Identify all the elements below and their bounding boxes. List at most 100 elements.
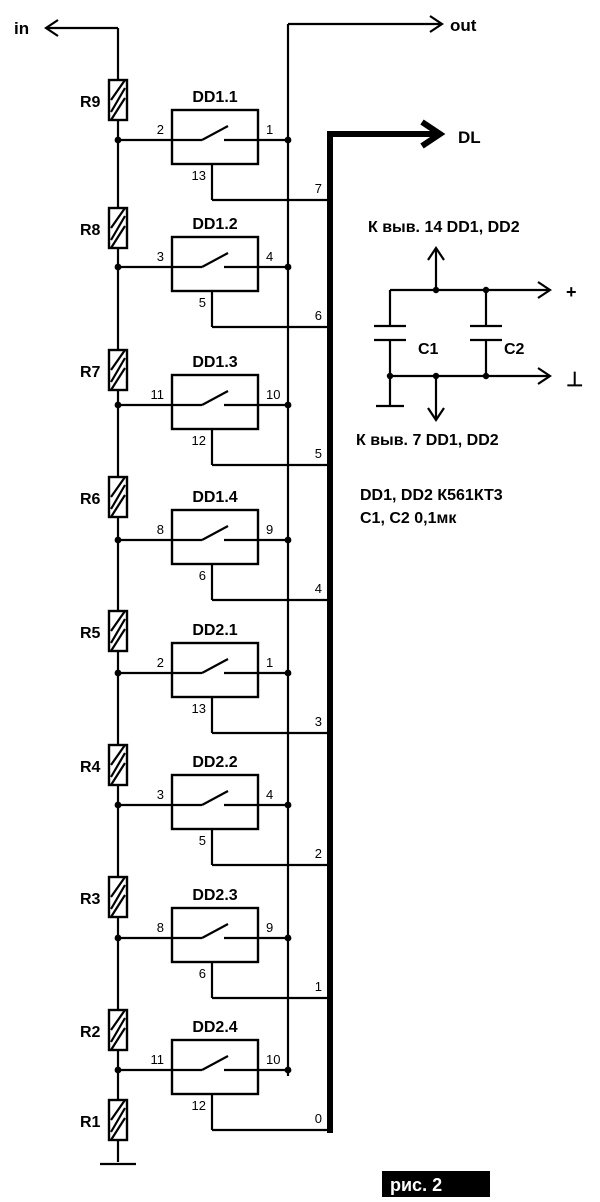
output-label: out bbox=[450, 16, 477, 35]
power-block: К выв. 14 DD1, DD2 + ⊥ К выв. 7 DD1, DD2… bbox=[356, 219, 583, 449]
switch-name: DD1.4 bbox=[192, 489, 237, 506]
bus-bit-number: 6 bbox=[315, 308, 322, 323]
output-pin-number: 4 bbox=[266, 787, 273, 802]
junction-dot bbox=[284, 401, 292, 409]
junction-dot bbox=[284, 934, 292, 942]
junction-dot bbox=[432, 286, 440, 294]
junction-dot bbox=[284, 536, 292, 544]
control-pin-number: 12 bbox=[192, 433, 206, 448]
control-pin-number: 6 bbox=[199, 568, 206, 583]
junction-dot bbox=[114, 801, 122, 809]
junction-dot bbox=[114, 401, 122, 409]
output-pin-number: 1 bbox=[266, 655, 273, 670]
bus-bit-number: 7 bbox=[315, 181, 322, 196]
plus-label: + bbox=[566, 282, 577, 302]
resistor-r7: R7 bbox=[80, 348, 129, 392]
junction-dot bbox=[432, 372, 440, 380]
bus-bit-number: 1 bbox=[315, 979, 322, 994]
resistor-label: R6 bbox=[80, 491, 101, 508]
junction-dot bbox=[114, 669, 122, 677]
ground-label: ⊥ bbox=[566, 369, 583, 391]
dl-bus: DL bbox=[327, 119, 481, 1133]
c1-label: C1 bbox=[418, 341, 439, 358]
junction-dot bbox=[386, 372, 394, 380]
junction-dot bbox=[114, 263, 122, 271]
junction-dot bbox=[114, 536, 122, 544]
switch-name: DD2.2 bbox=[192, 754, 237, 771]
junction-dot bbox=[482, 286, 490, 294]
bus-bit-number: 5 bbox=[315, 446, 322, 461]
control-pin-number: 13 bbox=[192, 168, 206, 183]
figure-caption: рис. 2 bbox=[382, 1171, 490, 1197]
note-caps: C1, C2 0,1мк bbox=[360, 510, 457, 527]
resistor-label: R2 bbox=[80, 1024, 101, 1041]
bus-bit-number: 4 bbox=[315, 581, 322, 596]
bus-bit-number: 0 bbox=[315, 1111, 322, 1126]
switch-cell-dd2-1: DD2.1 2 1 13 3 bbox=[114, 622, 330, 735]
control-pin-number: 12 bbox=[192, 1098, 206, 1113]
output-pin-number: 4 bbox=[266, 249, 273, 264]
control-pin-number: 5 bbox=[199, 833, 206, 848]
input-pin-number: 2 bbox=[157, 655, 164, 670]
c2-label: C2 bbox=[504, 341, 525, 358]
junction-dot bbox=[284, 263, 292, 271]
resistor-r6: R6 bbox=[80, 475, 129, 519]
switch-name: DD1.3 bbox=[192, 354, 237, 371]
input-pin-number: 3 bbox=[157, 249, 164, 264]
resistor-r2: R2 bbox=[80, 1008, 129, 1052]
bus-label: DL bbox=[458, 128, 481, 147]
junction-dot bbox=[482, 372, 490, 380]
input-pin-number: 3 bbox=[157, 787, 164, 802]
resistor-r8: R8 bbox=[80, 206, 129, 250]
switch-cell-dd1-1: DD1.1 2 1 13 7 bbox=[114, 89, 330, 202]
resistor-label: R3 bbox=[80, 891, 101, 908]
resistor-label: R1 bbox=[80, 1114, 101, 1131]
switch-name: DD2.3 bbox=[192, 887, 237, 904]
resistor-r3: R3 bbox=[80, 875, 129, 919]
bus-bit-number: 3 bbox=[315, 714, 322, 729]
power-bottom-note: К выв. 7 DD1, DD2 bbox=[356, 432, 499, 449]
resistor-r9: R9 bbox=[80, 78, 129, 122]
switch-cell-dd2-3: DD2.3 8 9 6 1 bbox=[114, 887, 330, 1000]
control-pin-number: 5 bbox=[199, 295, 206, 310]
junction-dot bbox=[284, 801, 292, 809]
junction-dot bbox=[114, 934, 122, 942]
resistor-r1: R1 bbox=[80, 1098, 129, 1142]
input-pin-number: 8 bbox=[157, 920, 164, 935]
junction-dot bbox=[284, 669, 292, 677]
input-label: in bbox=[14, 19, 29, 38]
input-pin-number: 2 bbox=[157, 122, 164, 137]
output-pin-number: 9 bbox=[266, 920, 273, 935]
switch-cell-dd1-3: DD1.3 11 10 12 5 bbox=[114, 354, 330, 467]
resistor-label: R4 bbox=[80, 759, 101, 776]
input-pin-number: 11 bbox=[151, 387, 165, 402]
junction-dot bbox=[284, 1066, 292, 1074]
resistor-label: R8 bbox=[80, 222, 101, 239]
switch-name: DD1.1 bbox=[192, 89, 237, 106]
switch-cell-dd1-4: DD1.4 8 9 6 4 bbox=[114, 489, 330, 602]
capacitor-c2: C2 bbox=[470, 290, 525, 376]
input-pin-number: 8 bbox=[157, 522, 164, 537]
output-pin-number: 1 bbox=[266, 122, 273, 137]
resistor-label: R9 bbox=[80, 94, 101, 111]
switch-name: DD1.2 bbox=[192, 216, 237, 233]
power-top-note: К выв. 14 DD1, DD2 bbox=[368, 219, 520, 236]
output-terminal: out bbox=[286, 15, 477, 1076]
caption-text: рис. 2 bbox=[390, 1175, 442, 1195]
resistor-r5: R5 bbox=[80, 609, 129, 653]
junction-dot bbox=[114, 136, 122, 144]
resistor-r4: R4 bbox=[80, 743, 129, 787]
switch-name: DD2.1 bbox=[192, 622, 237, 639]
junction-dot bbox=[284, 136, 292, 144]
input-terminal: in bbox=[14, 19, 118, 38]
control-pin-number: 6 bbox=[199, 966, 206, 981]
output-pin-number: 10 bbox=[266, 387, 280, 402]
junction-dot bbox=[114, 1066, 122, 1074]
output-pin-number: 9 bbox=[266, 522, 273, 537]
output-pin-number: 10 bbox=[266, 1052, 280, 1067]
resistor-label: R5 bbox=[80, 625, 101, 642]
control-pin-number: 13 bbox=[192, 701, 206, 716]
